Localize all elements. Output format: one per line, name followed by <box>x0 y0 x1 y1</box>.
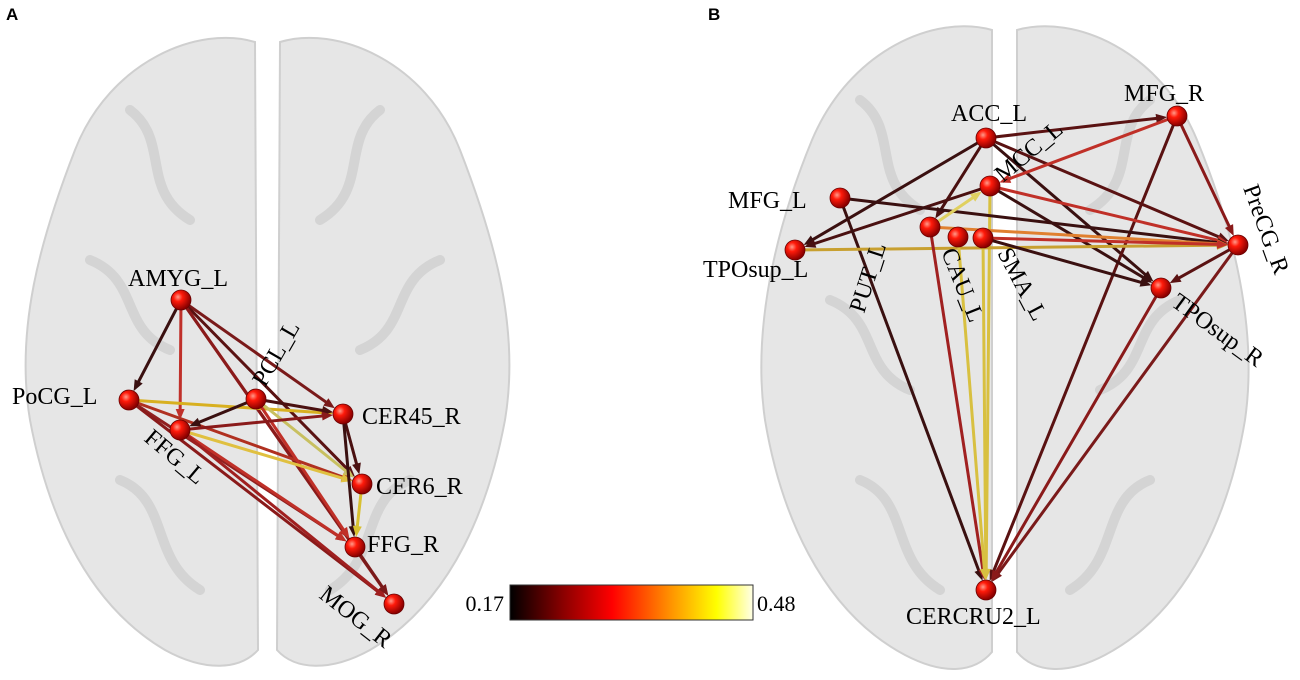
node-precg-r <box>1227 234 1249 256</box>
edge-sma-l-to-precg-r <box>981 236 1229 249</box>
nodes-b <box>784 105 1249 601</box>
edge-sma-l-to-cercru2-l <box>981 236 991 581</box>
label-cer45-r: CER45_R <box>362 404 461 430</box>
node-tposup-l <box>784 239 806 261</box>
edge-amyg-l-to-cer45-r <box>179 298 335 409</box>
label-precg-r: PreCG_R <box>1237 181 1293 278</box>
panel-b: B ACC_L MFG_R MCC_L MFG_L TPOsup_L PUT_L… <box>703 5 1294 670</box>
edge-pcl-l-to-ffg-l <box>189 397 258 427</box>
brain-outline-b <box>760 25 1250 670</box>
node-mfg-l <box>829 187 851 209</box>
edge-mfg-r-to-precg-r <box>1175 114 1234 236</box>
edge-sma-l-to-tposup-r <box>981 236 1152 287</box>
panel-letter-a: A <box>6 5 18 24</box>
node-sma-l <box>972 227 994 249</box>
edge-amyg-l-to-pocg-l <box>133 298 183 392</box>
colorbar-gradient <box>509 584 754 621</box>
panel-a: A AMYG_L PoCG_L PCL_L FFG_L CER45_R CER6… <box>6 5 511 667</box>
label-amyg-l: AMYG_L <box>128 266 228 292</box>
edge-amyg-l-to-ffg-l <box>175 298 185 421</box>
node-cercru2-l <box>975 579 997 601</box>
edges-b <box>793 113 1240 582</box>
label-tposup-l: TPOsup_L <box>703 257 808 283</box>
colorbar: 0.17 0.48 <box>466 584 796 621</box>
node-ffg-r <box>344 536 366 558</box>
edge-ffg-l-to-mog-r <box>178 428 387 598</box>
label-cer6-r: CER6_R <box>376 474 463 500</box>
node-acc-l <box>975 127 997 149</box>
node-mog-r <box>383 593 405 615</box>
label-mfg-l: MFG_L <box>728 188 807 214</box>
node-cau-l <box>947 226 969 248</box>
node-pcl-l <box>245 388 267 410</box>
nodes-a <box>118 289 405 615</box>
edge-mcc-l-to-tposup-l <box>804 184 992 248</box>
edges-a <box>127 298 389 598</box>
edge-ffg-l-to-cer45-r <box>178 411 334 432</box>
edge-precg-r-to-tposup-r <box>1169 243 1240 284</box>
node-mfg-r <box>1166 105 1188 127</box>
node-cer45-r <box>332 403 354 425</box>
edge-ffg-l-to-ffg-r <box>178 428 347 542</box>
label-cercru2-l: CERCRU2_L <box>906 604 1041 630</box>
colorbar-max-label: 0.48 <box>757 591 796 616</box>
panel-letter-b: B <box>708 5 720 24</box>
node-mcc-l <box>979 175 1001 197</box>
label-pocg-l: PoCG_L <box>12 384 97 410</box>
edge-tposup-r-to-cercru2-l <box>991 286 1163 582</box>
node-ffg-l <box>169 419 191 441</box>
node-amyg-l <box>170 289 192 311</box>
node-tposup-r <box>1150 277 1172 299</box>
edge-mfg-r-to-mcc-l <box>999 114 1179 183</box>
label-mfg-r: MFG_R <box>1124 81 1204 107</box>
edge-acc-l-to-mfg-r <box>984 113 1168 140</box>
colorbar-min-label: 0.17 <box>466 591 505 616</box>
label-ffg-r: FFG_R <box>367 532 439 558</box>
label-acc-l: ACC_L <box>951 101 1027 127</box>
brain-outline-a <box>24 36 511 667</box>
node-put-l <box>919 216 941 238</box>
node-cer6-r <box>351 473 373 495</box>
node-pocg-l <box>118 389 140 411</box>
